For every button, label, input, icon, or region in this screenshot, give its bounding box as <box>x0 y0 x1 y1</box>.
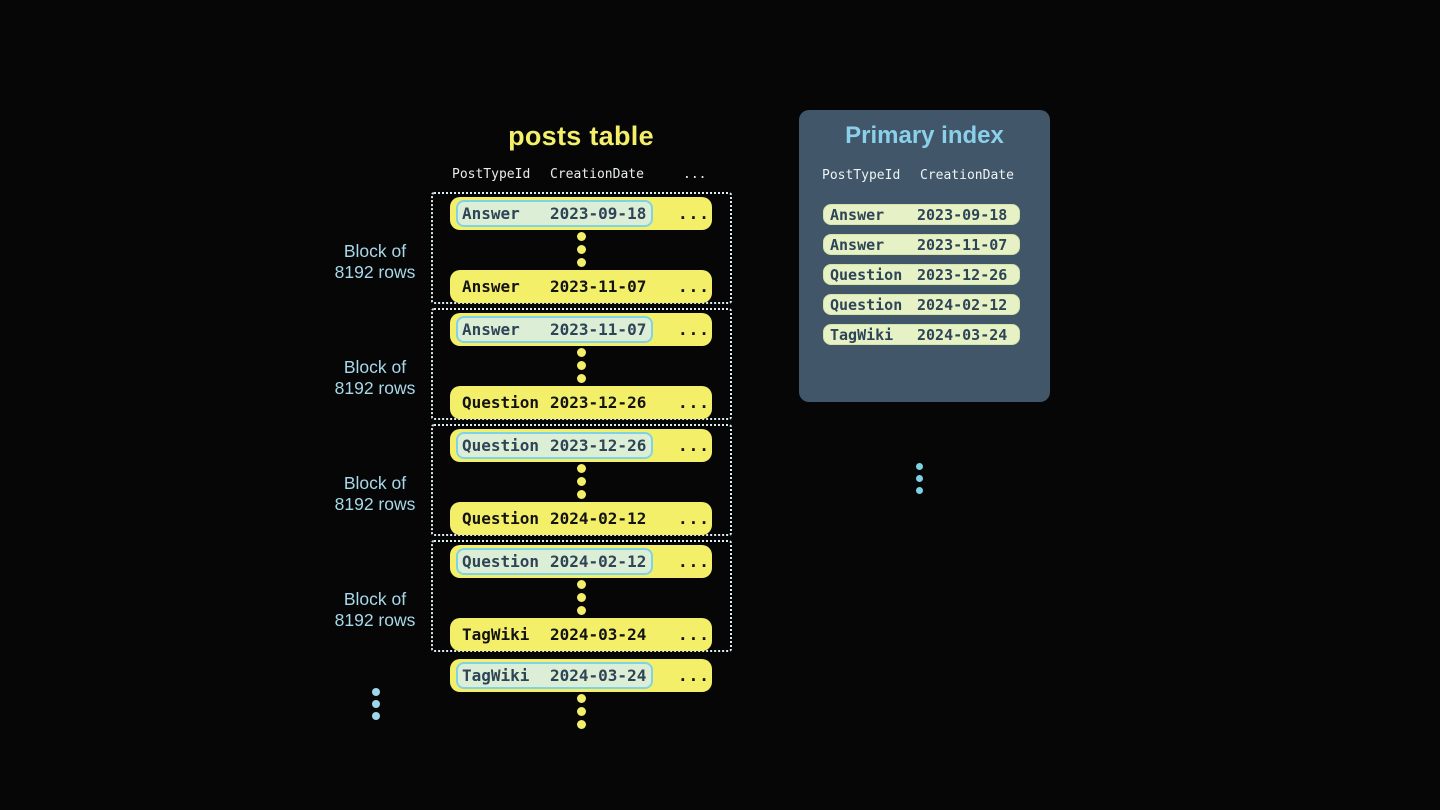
post-type-cell: Answer <box>830 235 885 254</box>
table-row: Answer 2023-09-18 ... <box>450 197 712 230</box>
post-type-cell: TagWiki <box>462 625 530 644</box>
row-block-2: Answer 2023-11-07 ... Question 2023-12-2… <box>431 308 732 420</box>
indexed-row-highlight: Answer 2023-11-07 <box>456 316 653 343</box>
index-entry: Question 2024-02-12 <box>823 294 1020 315</box>
index-entry: Answer 2023-11-07 <box>823 234 1020 255</box>
block-label: Block of 8192 rows <box>334 473 416 514</box>
index-entry: TagWiki 2024-03-24 <box>823 324 1020 345</box>
more-columns-ellipsis: ... <box>678 552 710 571</box>
more-columns-ellipsis: ... <box>678 204 710 223</box>
row-block-4: Question 2024-02-12 ... TagWiki 2024-03-… <box>431 540 732 652</box>
index-entry: Answer 2023-09-18 <box>823 204 1020 225</box>
index-entry: Question 2023-12-26 <box>823 264 1020 285</box>
creation-date-cell: 2023-12-26 <box>550 436 647 455</box>
creation-date-cell: 2024-03-24 <box>917 325 1008 344</box>
block-label: Block of 8192 rows <box>334 357 416 398</box>
post-type-cell: Question <box>830 295 903 314</box>
creation-date-cell: 2023-11-07 <box>550 320 647 339</box>
creation-date-cell: 2023-09-18 <box>550 204 647 223</box>
more-entries-ellipsis-icon <box>916 463 923 494</box>
vertical-ellipsis-icon <box>577 464 586 499</box>
table-row: Question 2024-02-12 ... <box>450 502 712 535</box>
block-label: Block of 8192 rows <box>334 241 416 282</box>
creation-date-cell: 2023-09-18 <box>917 205 1008 224</box>
posts-table-column-headers: PostTypeId CreationDate ... <box>452 167 714 182</box>
creation-date-cell: 2024-02-12 <box>550 509 647 528</box>
creation-date-cell: 2023-11-07 <box>917 235 1008 254</box>
post-type-cell: Question <box>830 265 903 284</box>
table-row: Question 2023-12-26 ... <box>450 386 712 419</box>
column-header-posttypeid: PostTypeId <box>452 167 531 182</box>
post-type-cell: TagWiki <box>830 325 894 344</box>
post-type-cell: TagWiki <box>462 666 530 685</box>
indexed-row-highlight: Question 2024-02-12 <box>456 548 653 575</box>
more-rows-ellipsis-icon <box>577 694 586 729</box>
more-columns-ellipsis: ... <box>678 436 710 455</box>
table-row: Question 2023-12-26 ... <box>450 429 712 462</box>
more-columns-ellipsis: ... <box>678 666 710 685</box>
post-type-cell: Answer <box>462 204 520 223</box>
table-row: Question 2024-02-12 ... <box>450 545 712 578</box>
creation-date-cell: 2024-03-24 <box>550 666 647 685</box>
creation-date-cell: 2024-02-12 <box>550 552 647 571</box>
post-type-cell: Question <box>462 393 540 412</box>
more-columns-ellipsis: ... <box>678 509 710 528</box>
row-block-3: Question 2023-12-26 ... Question 2024-02… <box>431 424 732 536</box>
indexed-row-highlight: Answer 2023-09-18 <box>456 200 653 227</box>
post-type-cell: Question <box>462 509 540 528</box>
post-type-cell: Answer <box>462 277 520 296</box>
table-row: TagWiki 2024-03-24 ... <box>450 618 712 651</box>
vertical-ellipsis-icon <box>577 232 586 267</box>
post-type-cell: Answer <box>462 320 520 339</box>
primary-index-panel: Primary index PostTypeId CreationDate An… <box>799 110 1050 494</box>
creation-date-cell: 2024-02-12 <box>917 295 1008 314</box>
column-header-ellipsis: ... <box>683 167 707 182</box>
creation-date-cell: 2023-12-26 <box>917 265 1008 284</box>
more-blocks-ellipsis-icon <box>372 688 380 720</box>
post-type-cell: Question <box>462 436 540 455</box>
column-header-creationdate: CreationDate <box>550 167 644 182</box>
primary-index-title: Primary index <box>845 122 1004 149</box>
creation-date-cell: 2023-11-07 <box>550 277 647 296</box>
block-label: Block of 8192 rows <box>334 589 416 630</box>
creation-date-cell: 2024-03-24 <box>550 625 647 644</box>
primary-index-column-headers: PostTypeId CreationDate <box>822 168 1014 183</box>
row-block-1: Answer 2023-09-18 ... Answer 2023-11-07 … <box>431 192 732 304</box>
table-row: Answer 2023-11-07 ... <box>450 270 712 303</box>
column-header-posttypeid: PostTypeId <box>822 168 901 183</box>
table-row: Answer 2023-11-07 ... <box>450 313 712 346</box>
vertical-ellipsis-icon <box>577 348 586 383</box>
table-row-overflow: TagWiki 2024-03-24 ... <box>450 659 712 692</box>
indexed-row-highlight: Question 2023-12-26 <box>456 432 653 459</box>
more-columns-ellipsis: ... <box>678 277 710 296</box>
creation-date-cell: 2023-12-26 <box>550 393 647 412</box>
post-type-cell: Answer <box>830 205 885 224</box>
more-columns-ellipsis: ... <box>678 320 710 339</box>
indexed-row-highlight: TagWiki 2024-03-24 <box>456 662 653 689</box>
posts-table-title: posts table <box>508 121 654 151</box>
more-columns-ellipsis: ... <box>678 625 710 644</box>
column-header-creationdate: CreationDate <box>920 168 1014 183</box>
post-type-cell: Question <box>462 552 540 571</box>
vertical-ellipsis-icon <box>577 580 586 615</box>
more-columns-ellipsis: ... <box>678 393 710 412</box>
